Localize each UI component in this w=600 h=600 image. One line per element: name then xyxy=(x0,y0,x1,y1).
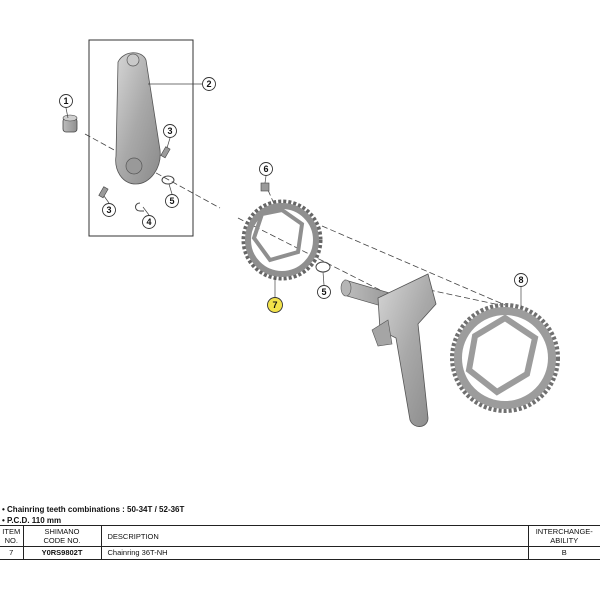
callout-6: 6 xyxy=(259,162,273,176)
o-ring-icon xyxy=(161,175,175,185)
callout-7-highlighted: 7 xyxy=(267,297,283,313)
crank-bolt-icon xyxy=(98,146,171,199)
header-code-no: SHIMANO CODE NO. xyxy=(22,525,101,547)
crank-cap-icon xyxy=(62,114,78,133)
callout-number: 3 xyxy=(106,205,111,215)
callout-number: 3 xyxy=(167,126,172,136)
header-description: DESCRIPTION xyxy=(100,525,528,547)
header-line: NO. xyxy=(4,536,18,545)
header-item-no: ITEM NO. xyxy=(0,525,23,547)
right-crank-arm-icon xyxy=(340,273,437,427)
o-ring-icon xyxy=(315,261,331,273)
callout-number: 7 xyxy=(272,300,277,310)
callout-4: 4 xyxy=(142,215,156,229)
header-line: INTERCHANGE- xyxy=(535,527,593,536)
table-row: 7 Y0RS9802T Chainring 36T-NH B xyxy=(0,546,600,560)
cell-description: Chainring 36T-NH xyxy=(100,546,528,560)
callout-number: 8 xyxy=(518,275,523,285)
left-crank-arm-icon xyxy=(115,52,161,185)
callout-number: 1 xyxy=(63,96,68,106)
header-interchangeability: INTERCHANGE- ABILITY xyxy=(527,525,600,547)
callout-2: 2 xyxy=(202,77,216,91)
callout-3: 3 xyxy=(102,203,116,217)
small-chainring-icon xyxy=(241,199,323,281)
spec-notes: • Chainring teeth combinations : 50-34T … xyxy=(2,504,184,526)
table-header-row: ITEM NO. SHIMANO CODE NO. DESCRIPTION IN… xyxy=(0,525,600,547)
note-teeth-combinations: • Chainring teeth combinations : 50-34T … xyxy=(2,505,185,514)
callout-8: 8 xyxy=(514,273,528,287)
header-line: CODE NO. xyxy=(43,536,81,545)
header-line: ITEM xyxy=(2,527,21,536)
header-line: SHIMANO xyxy=(44,527,80,536)
callout-leaders xyxy=(65,83,522,308)
callout-number: 5 xyxy=(321,287,326,297)
chainring-bolt-icon xyxy=(260,182,270,192)
callout-number: 5 xyxy=(169,196,174,206)
cell-code-no: Y0RS9802T xyxy=(22,546,101,560)
callout-5: 5 xyxy=(317,285,331,299)
callout-3: 3 xyxy=(163,124,177,138)
header-line: ABILITY xyxy=(550,536,579,545)
retaining-clip-icon xyxy=(135,202,144,212)
cell-item-no: 7 xyxy=(0,546,23,560)
large-chainring-icon xyxy=(450,303,560,413)
callout-number: 4 xyxy=(146,217,151,227)
left-crank-inset-box xyxy=(88,39,194,237)
callout-1: 1 xyxy=(59,94,73,108)
cell-interchangeability: B xyxy=(527,546,600,560)
note-pcd: • P.C.D. 110 mm xyxy=(2,516,62,525)
callout-number: 6 xyxy=(263,164,268,174)
callout-5: 5 xyxy=(165,194,179,208)
callout-number: 2 xyxy=(206,79,211,89)
exploded-parts-diagram: 1 2 3 3 4 5 6 7 5 8 xyxy=(59,39,560,427)
parts-table: ITEM NO. SHIMANO CODE NO. DESCRIPTION IN… xyxy=(0,525,600,560)
